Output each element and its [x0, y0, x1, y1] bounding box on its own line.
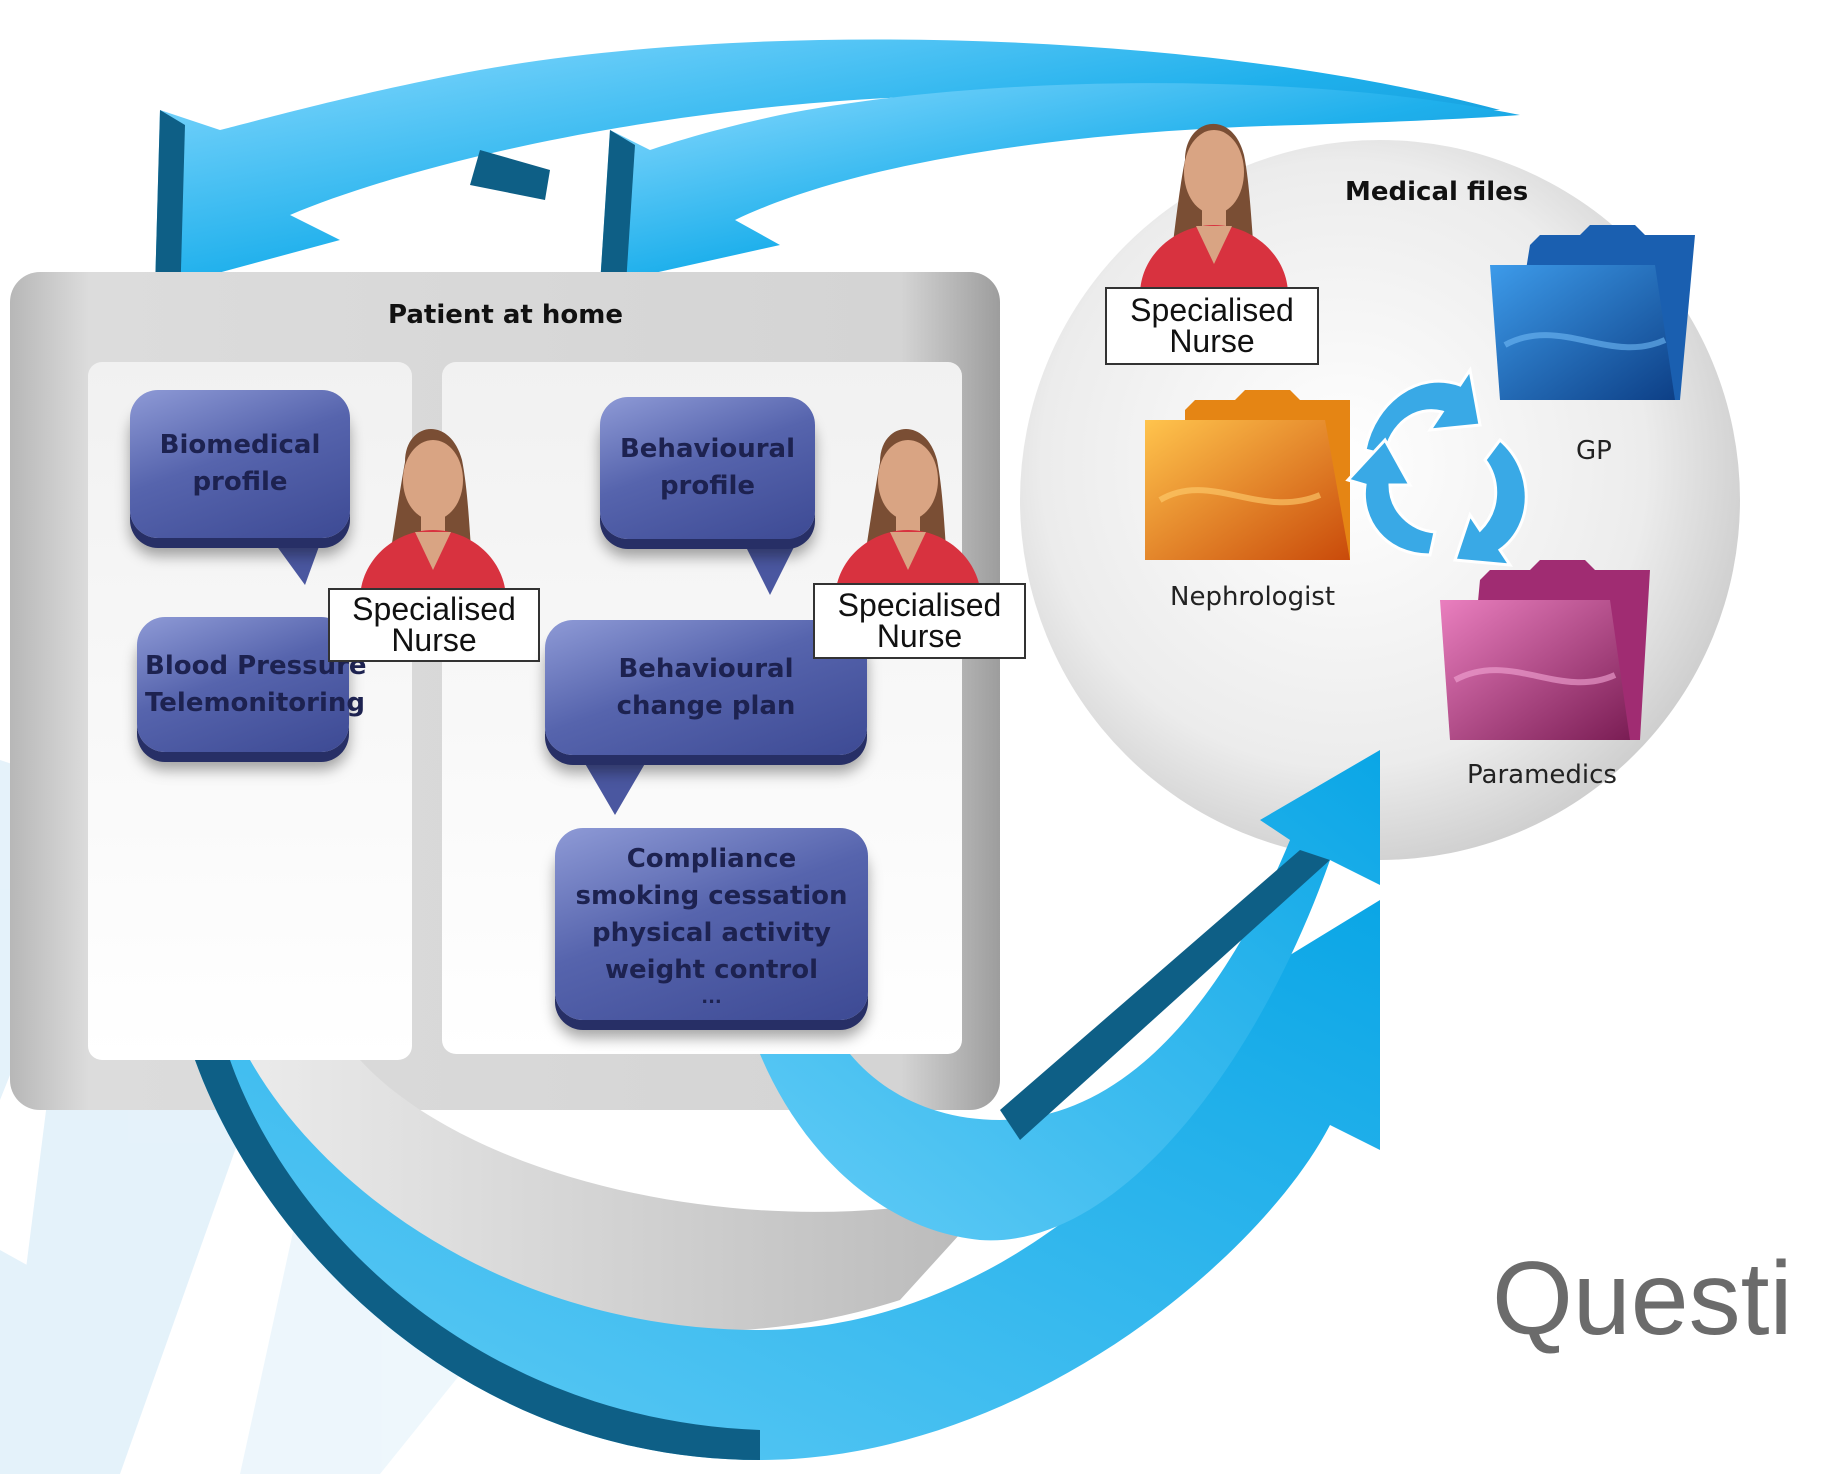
nurse-avatar-right	[835, 429, 981, 600]
patient-panel-title: Patient at home	[388, 300, 623, 330]
compliance-line-5: ...	[701, 987, 722, 1008]
nurse-label-left-line-1: Specialised	[352, 591, 516, 627]
nurse-label-right-line-2: Nurse	[876, 618, 963, 654]
behavioural-change-plan-line-1: Behavioural	[618, 653, 794, 684]
gp-folder-icon	[1490, 225, 1695, 400]
top-arrow-inner	[600, 83, 1520, 285]
compliance-line-2: smoking cessation	[575, 881, 848, 911]
bp-telemonitoring-line-2: Telemonitoring	[145, 687, 365, 718]
nurse-label-medical: Specialised Nurse	[1105, 287, 1319, 365]
compliance-line-4: weight control	[605, 955, 818, 985]
nurse-label-medical-line-1: Specialised	[1130, 292, 1294, 328]
grey-ribbon-left	[200, 1060, 1000, 1332]
compliance-line-1: Compliance	[626, 844, 797, 874]
nurse-label-left-line-2: Nurse	[391, 622, 477, 658]
bottom-arrow-inner	[760, 750, 1380, 1241]
behavioural-bubble-tail	[740, 535, 800, 595]
change-plan-bubble-tail	[580, 755, 650, 815]
behavioural-profile-line-2: profile	[659, 471, 756, 501]
behavioural-profile-line-1: Behavioural	[619, 434, 796, 464]
bp-telemonitoring-bubble: Blood Pressure Telemonitoring	[137, 617, 367, 752]
biomedical-profile-line-2: profile	[192, 467, 288, 497]
slide-title: Questi	[1492, 1241, 1793, 1357]
biomedical-bubble-tail	[265, 530, 325, 585]
nephrologist-folder-icon	[1145, 390, 1350, 560]
nurse-label-medical-line-2: Nurse	[1169, 323, 1255, 359]
nephrologist-label: Nephrologist	[1170, 582, 1336, 612]
nurse-label-left: Specialised Nurse	[328, 588, 540, 662]
paramedics-label: Paramedics	[1467, 760, 1617, 790]
nurse-avatar-medical	[1140, 123, 1288, 295]
behavioural-profile-bubble: Behavioural profile	[600, 397, 815, 539]
biomedical-profile-bubble: Biomedical profile	[130, 390, 350, 538]
nurse-avatar-left	[360, 429, 506, 600]
bottom-arrow-outer	[195, 900, 1380, 1460]
biomedical-profile-line-1: Biomedical	[159, 430, 321, 460]
medical-files-title: Medical files	[1345, 177, 1529, 207]
nurse-label-right: Specialised Nurse	[813, 583, 1026, 659]
gp-label: GP	[1576, 436, 1612, 466]
compliance-bubble: Compliance smoking cessation physical ac…	[555, 828, 868, 1020]
paramedics-folder-icon	[1440, 560, 1650, 740]
top-arrow-outer	[155, 39, 1500, 290]
compliance-line-3: physical activity	[592, 918, 831, 948]
behavioural-change-plan-line-2: change plan	[616, 690, 796, 721]
recycle-arrows-icon	[1345, 366, 1528, 567]
nurse-label-right-line-1: Specialised	[837, 587, 1002, 623]
